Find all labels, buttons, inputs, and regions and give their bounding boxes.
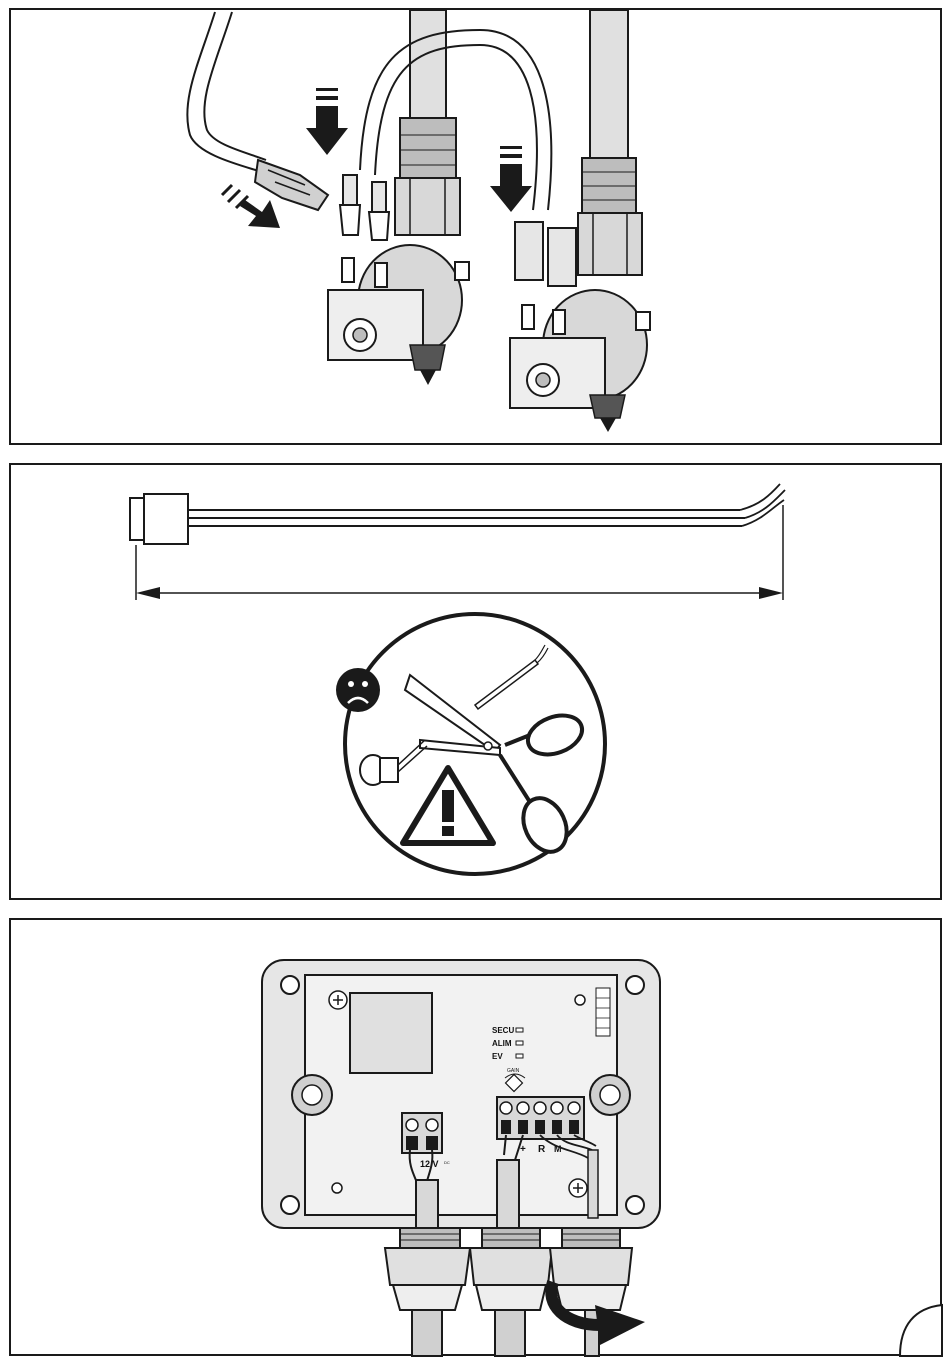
power-terminal-sublabel: DC — [444, 1160, 450, 1165]
led-label-secu: SECU — [492, 1026, 514, 1035]
led-secu — [516, 1028, 523, 1032]
led-label-alim: ALIM — [492, 1039, 512, 1048]
power-terminal-label: 12 V — [420, 1159, 439, 1169]
led-label-ev: EV — [492, 1052, 503, 1061]
gain-label: GAIN — [507, 1068, 520, 1074]
led-ev — [516, 1054, 523, 1058]
sensor-r-label: R — [538, 1144, 546, 1155]
led-alim — [516, 1041, 523, 1045]
cable-glands — [385, 1228, 632, 1356]
page-corner — [900, 1305, 942, 1356]
sensor-plus-label: + — [520, 1144, 526, 1155]
